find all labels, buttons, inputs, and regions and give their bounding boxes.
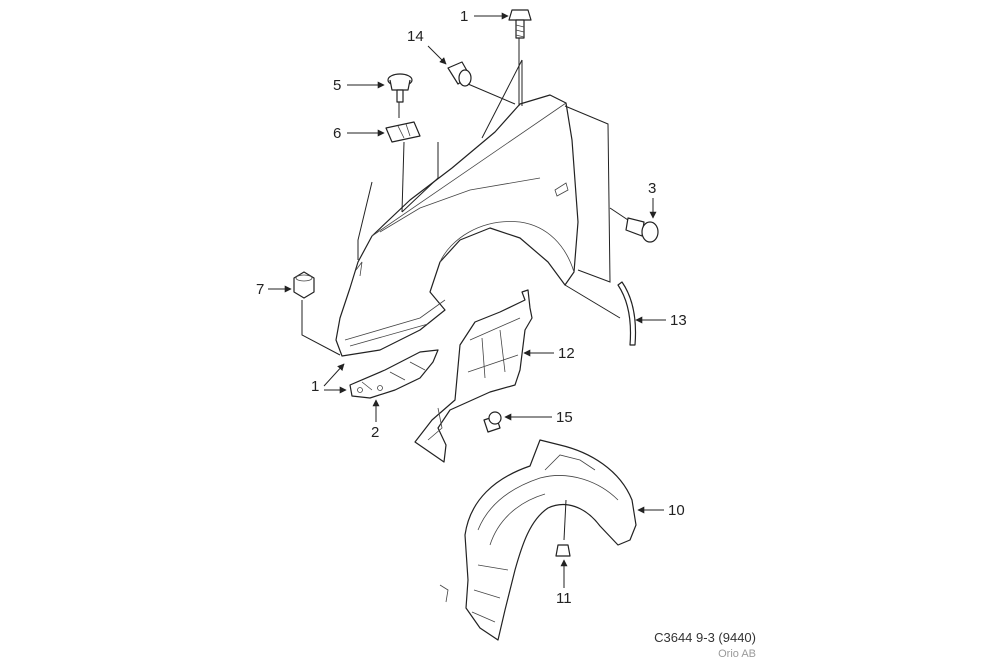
clip-part-6 — [385, 121, 421, 143]
callout-10-label: 10 — [668, 502, 685, 519]
callout-5-label: 5 — [333, 77, 341, 94]
callout-13: 15 — [504, 409, 573, 426]
callout-4-label: 1 — [460, 8, 468, 25]
callout-12: 12 — [523, 345, 575, 362]
callout-14: 13 — [635, 312, 687, 329]
callout-2-label: 2 — [371, 424, 379, 441]
callout-10: 10 — [637, 502, 685, 519]
clip-part-11 — [555, 544, 571, 557]
splash-shield-part-12 — [414, 289, 533, 463]
screw-part-15 — [447, 61, 472, 87]
callout-5: 5 — [333, 77, 385, 94]
bolt-part-3 — [625, 217, 659, 243]
callout-6: 6 — [333, 125, 385, 142]
trim-strip-part-14 — [617, 281, 637, 346]
callout-2: 2 — [371, 399, 380, 441]
callout-11-label: 11 — [556, 590, 572, 607]
guide-lines — [301, 38, 629, 541]
bolt-part-13 — [483, 411, 502, 433]
callout-4: 1 — [460, 8, 509, 25]
bolt-part-4 — [508, 9, 532, 39]
screw-part-5 — [387, 73, 413, 103]
callout-1: 1 — [311, 363, 347, 395]
callout-1-label: 1 — [311, 378, 319, 395]
callout-3-label: 3 — [648, 180, 656, 197]
nut-part-7 — [293, 271, 315, 299]
callout-12-label: 12 — [558, 345, 575, 362]
wheel-liner-part-10 — [439, 439, 637, 641]
callout-15-label: 14 — [407, 28, 424, 45]
callout-15: 14 — [407, 28, 447, 65]
diagram-code: C3644 9-3 (9440) — [654, 630, 756, 645]
callout-6-label: 6 — [333, 125, 341, 142]
bracket-part-2 — [349, 349, 439, 399]
callout-11: 11 — [556, 559, 572, 607]
callout-14-label: 13 — [670, 312, 687, 329]
callout-7-label: 7 — [256, 281, 264, 298]
callout-3: 3 — [648, 180, 657, 219]
callout-7: 7 — [256, 281, 292, 298]
company-name: Orio AB — [718, 648, 756, 660]
callout-13-label: 15 — [556, 409, 573, 426]
fender-panel — [335, 94, 579, 357]
